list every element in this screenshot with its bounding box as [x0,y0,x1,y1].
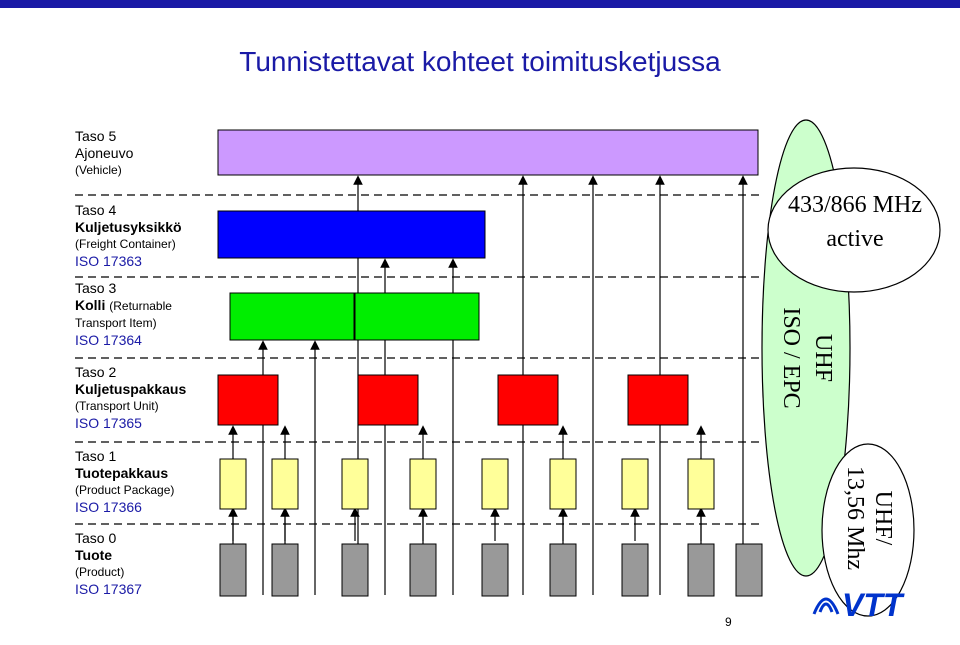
level-3-item: Kolli [75,297,106,313]
hf-band-label: UHF/ 13,56 Mhz [842,466,896,570]
hf-band [821,443,915,617]
level-2-name: Taso 2 [75,364,117,380]
level-4-iso: ISO 17363 [75,253,142,269]
level-0-name: Taso 0 [75,530,117,546]
product-package-box [409,458,437,510]
level-0-iso: ISO 17367 [75,581,142,597]
level-1-iso: ISO 17366 [75,499,142,515]
transport-item-box [229,292,355,341]
level-2-sub: (Transport Unit) [75,399,159,413]
level-4-item: Kuljetusyksikkö [75,219,182,235]
level-1-item: Tuotepakkaus [75,465,169,481]
transport-unit-box [217,374,279,426]
product-package-box [219,458,247,510]
product-package-box [341,458,369,510]
level-5-item: Ajoneuvo [75,145,134,161]
page-title: Tunnistettavat kohteet toimitusketjussa [239,46,721,77]
freight-container-box [217,210,486,259]
level-3-sub-inline: (Returnable [109,299,172,313]
hf-band-line2: 13,56 Mhz [842,466,868,570]
hf-band-line1: UHF/ [870,491,896,546]
level-0-label: Taso 0 Tuote (Product) ISO 17367 [75,530,142,598]
product-box [219,543,247,597]
level-0-sub: (Product) [75,565,125,579]
level-5-name: Taso 5 [75,128,117,144]
level-4-label: Taso 4 Kuljetusyksikkö (Freight Containe… [75,202,182,270]
transport-unit-box [357,374,419,426]
product-package-box [549,458,577,510]
vtt-logo: VTT [812,587,905,622]
active-band-line1: 433/866 MHz [788,192,922,218]
level-2-iso: ISO 17365 [75,415,142,431]
vehicle-box [217,129,759,176]
active-band-line2: active [826,226,883,252]
level-separators [75,194,760,525]
level-2-label: Taso 2 Kuljetuspakkaus (Transport Unit) … [75,364,186,432]
product-box [621,543,649,597]
top-accent-bar [0,0,960,8]
level-3-iso: ISO 17364 [75,332,142,348]
product-box [481,543,509,597]
level-3-label: Taso 3 Kolli (Returnable Transport Item)… [75,280,172,349]
transport-unit-box [497,374,559,426]
product-package-box [687,458,715,510]
page-number: 9 [725,615,732,629]
level-5-sub: (Vehicle) [75,163,122,177]
uhf-band-line2: ISO / EPC [778,307,804,408]
product-box [341,543,369,597]
level-1-label: Taso 1 Tuotepakkaus (Product Package) IS… [75,448,174,516]
level-1-name: Taso 1 [75,448,117,464]
transport-item-box [354,292,480,341]
product-package-boxes [219,458,715,510]
logo-text: VTT [842,587,905,622]
level-4-sub: (Freight Container) [75,237,176,251]
product-box [735,543,763,597]
level-3-name: Taso 3 [75,280,117,296]
product-boxes [219,543,763,597]
uhf-band-line1: UHF [810,334,836,382]
level-0-item: Tuote [75,547,113,563]
level-2-item: Kuljetuspakkaus [75,381,187,397]
product-box [687,543,715,597]
product-box [271,543,299,597]
logo-waves-icon [812,597,840,615]
level-4-name: Taso 4 [75,202,117,218]
level-3-sub: Transport Item) [75,316,157,330]
product-box [409,543,437,597]
product-package-box [481,458,509,510]
transport-unit-box [627,374,689,426]
transport-unit-boxes [217,374,689,426]
active-band [767,167,941,293]
level-5-label: Taso 5 Ajoneuvo (Vehicle) [75,128,133,179]
product-box [549,543,577,597]
product-package-box [621,458,649,510]
level-1-sub: (Product Package) [75,483,175,497]
uhf-band-label: UHF ISO / EPC [778,307,836,408]
product-package-box [271,458,299,510]
